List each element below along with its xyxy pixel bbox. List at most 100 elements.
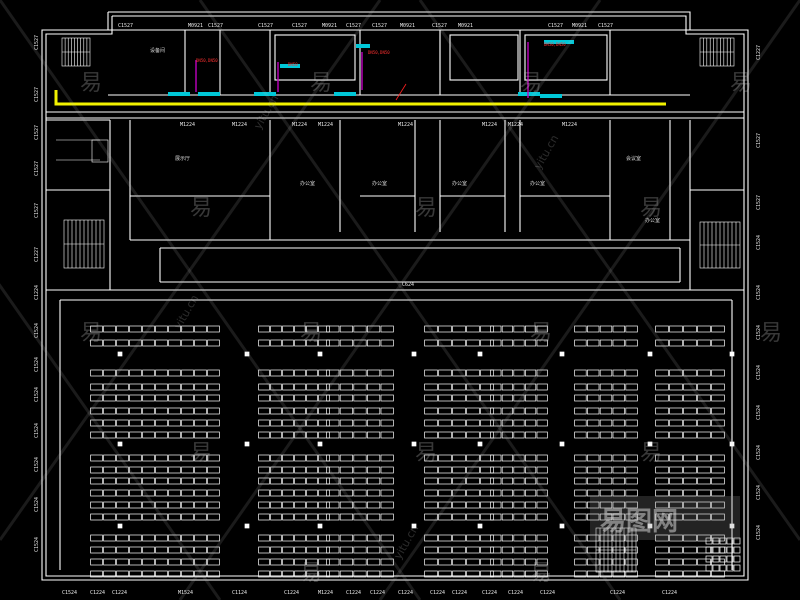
watermark-glyph: 易 [730, 71, 752, 96]
desk [525, 546, 537, 554]
desk [587, 325, 600, 333]
desk [525, 513, 537, 521]
desk [258, 534, 270, 542]
desk [194, 394, 207, 402]
desk [181, 546, 194, 554]
desk [155, 513, 168, 521]
desk [270, 534, 282, 542]
desk [339, 501, 353, 509]
door-window-label: M0921 [322, 23, 337, 29]
desk [294, 454, 306, 462]
desk [367, 325, 381, 333]
desk [452, 369, 466, 377]
desk [142, 546, 155, 554]
desk [90, 489, 103, 497]
desk [318, 369, 330, 377]
desk [294, 419, 306, 427]
desk [168, 394, 181, 402]
desk [669, 513, 683, 521]
desk [294, 489, 306, 497]
desk [466, 477, 480, 485]
desk [168, 513, 181, 521]
desk [536, 325, 548, 333]
room-name: 设备间 [150, 47, 165, 54]
window-label: C1524 [756, 285, 762, 300]
desk [655, 546, 669, 554]
desk [574, 369, 587, 377]
desk [90, 534, 103, 542]
desk [536, 394, 548, 402]
desk [513, 369, 525, 377]
desk [536, 546, 548, 554]
desk [480, 369, 494, 377]
pipe-size-tag: DN50,DN50 [544, 42, 566, 47]
desk [168, 407, 181, 415]
desk [612, 570, 625, 578]
desk [625, 454, 638, 462]
desk [258, 419, 270, 427]
desk [207, 325, 220, 333]
desk [536, 513, 548, 521]
desk [655, 454, 669, 462]
desk [367, 534, 381, 542]
desk [318, 383, 330, 391]
desk [513, 477, 525, 485]
desk [339, 466, 353, 474]
desk [270, 546, 282, 554]
desk [612, 546, 625, 554]
window-label: C1224 [430, 590, 445, 596]
desk [380, 394, 394, 402]
desk [625, 466, 638, 474]
desk [380, 466, 394, 474]
desk [733, 537, 741, 545]
desk [612, 489, 625, 497]
desk [525, 454, 537, 462]
desk [367, 466, 381, 474]
desk [367, 501, 381, 509]
desk [380, 407, 394, 415]
desk [525, 325, 537, 333]
desk [424, 383, 438, 391]
desk [452, 546, 466, 554]
sink-fixture [280, 64, 300, 68]
desk [726, 555, 734, 563]
desk [587, 501, 600, 509]
desk [536, 454, 548, 462]
desk [574, 558, 587, 566]
desk [380, 513, 394, 521]
desk [655, 394, 669, 402]
desk [116, 407, 129, 415]
desk [490, 419, 502, 427]
desk [90, 407, 103, 415]
window-label: C1224 [398, 590, 413, 596]
desk [599, 419, 613, 427]
desk [181, 501, 194, 509]
desk [490, 454, 502, 462]
desk [181, 489, 194, 497]
desk [380, 558, 394, 566]
desk [129, 501, 142, 509]
desk [599, 394, 613, 402]
desk [142, 339, 155, 347]
window-label: C1224 [662, 590, 677, 596]
desk [318, 513, 330, 521]
desk [669, 394, 683, 402]
desk [669, 407, 683, 415]
desk [625, 570, 638, 578]
desk [318, 394, 330, 402]
desk [587, 546, 600, 554]
desk [129, 570, 142, 578]
desk [339, 477, 353, 485]
desk [669, 534, 683, 542]
desk [536, 570, 548, 578]
desk [155, 534, 168, 542]
desk [438, 570, 452, 578]
desk [625, 477, 638, 485]
desk [90, 325, 103, 333]
desk [103, 534, 116, 542]
desk [599, 325, 613, 333]
desk [207, 466, 220, 474]
column-post [117, 523, 123, 529]
desk [501, 501, 513, 509]
desk [155, 466, 168, 474]
